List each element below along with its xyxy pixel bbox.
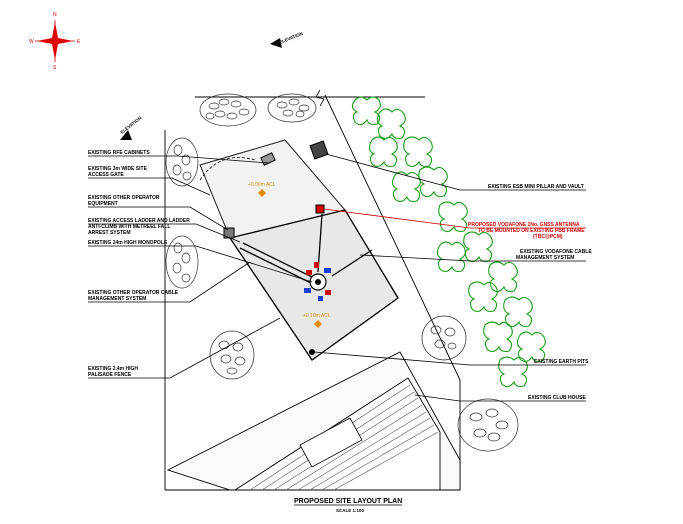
- existing-shrubs: [165, 93, 519, 452]
- gnss-antenna-location: [315, 204, 325, 214]
- telecom-compound: +0.00m ACL +0.10m ACL: [199, 139, 399, 361]
- compass-e: E: [77, 39, 81, 45]
- label-esb-pillar: EXISTING ESB MINI PILLAR AND VAULT: [488, 184, 584, 190]
- label-gnss-3: (TBC@PCM): [533, 234, 563, 240]
- label-ladder-3: ARREST SYSTEM: [88, 230, 131, 236]
- earth-pit: [309, 349, 315, 355]
- label-ladder-1: EXISTING ACCESS LADDER AND LADDER: [88, 218, 190, 224]
- rfe-cabinet: [260, 152, 276, 166]
- shrub-cluster: [165, 137, 199, 187]
- elevation-label-left: ELEVATION: [120, 115, 143, 134]
- shrub-cluster: [209, 330, 255, 380]
- other-operator-equipment: [223, 227, 235, 239]
- antenna-red: [314, 262, 319, 268]
- compass-n: N: [53, 12, 57, 18]
- left-callouts: EXISTING RFE CABINETS EXISTING 3m WIDE S…: [88, 150, 313, 379]
- elevation-label-top: ELEVATION: [279, 31, 304, 45]
- drawing-title: PROPOSED SITE LAYOUT PLAN: [294, 498, 402, 505]
- antenna-red: [306, 270, 312, 275]
- label-vodafone-cable-1: EXISTING VODAFONE CABLE: [520, 249, 592, 255]
- drawing-scale: SCALE 1:100: [336, 508, 365, 513]
- level-label-1: +0.00m ACL: [248, 182, 276, 188]
- label-club-house: EXISTING CLUB HOUSE: [528, 395, 586, 401]
- existing-tree-line: [351, 96, 546, 388]
- monopole-antennas: [304, 262, 331, 301]
- shrub-cluster: [267, 93, 317, 123]
- antenna-blue: [304, 288, 311, 293]
- label-gnss-2: TO BE MOUNTED ON EXISTING PBB FRAME: [478, 228, 585, 234]
- compass-w: W: [29, 39, 34, 45]
- right-callouts: EXISTING ESB MINI PILLAR AND VAULT PROPO…: [313, 153, 592, 402]
- elevation-mark-top: ELEVATION: [270, 31, 304, 48]
- label-other-cable-1: EXISTING OTHER OPERATOR CABLE: [88, 290, 179, 296]
- level-marker: [314, 320, 322, 328]
- label-other-cable-2: MANAGEMENT SYSTEM: [88, 296, 146, 302]
- shrub-cluster: [421, 315, 467, 361]
- compass-s: S: [53, 65, 57, 71]
- label-palisade-1: EXISTING 2.4m HIGH: [88, 366, 138, 372]
- label-access-gate-2: ACCESS GATE: [88, 172, 124, 178]
- drawing-title-block: PROPOSED SITE LAYOUT PLAN SCALE 1:100: [294, 498, 402, 513]
- elevation-mark-left: ELEVATION: [120, 115, 143, 140]
- label-vodafone-cable-2: MANAGEMENT SYSTEM: [516, 255, 574, 261]
- label-ladder-2: ANTI-CLIMB WITH METREEL FALL: [88, 224, 170, 230]
- antenna-blue: [324, 268, 331, 273]
- north-compass: N S E W: [29, 12, 81, 71]
- label-monopole: EXISTING 24m HIGH MONOPOLE: [88, 240, 168, 246]
- shrub-cluster: [457, 398, 519, 452]
- access-gate-swing: [199, 157, 256, 181]
- esb-mini-pillar: [309, 140, 329, 160]
- label-other-equipment-1: EXISTING OTHER OPERATOR: [88, 195, 160, 201]
- antenna-blue: [318, 296, 323, 301]
- label-access-gate-1: EXISTING 3m WIDE SITE: [88, 166, 148, 172]
- label-earth-pits: EXISTING EARTH PITS: [534, 359, 589, 365]
- antenna-red: [325, 290, 331, 295]
- label-palisade-2: PALISADE FENCE: [88, 372, 132, 378]
- shrub-cluster: [165, 235, 199, 289]
- level-label-2: +0.10m ACL: [303, 313, 331, 319]
- label-gnss-1: PROPOSED VODAFONE 1No. GNSS ANTENNA: [468, 222, 580, 228]
- level-marker: [258, 189, 266, 197]
- label-rfe-cabinets: EXISTING RFE CABINETS: [88, 150, 150, 156]
- shrub-cluster: [199, 93, 257, 127]
- club-house-building: [166, 351, 461, 491]
- label-other-equipment-2: EQUIPMENT: [88, 201, 118, 207]
